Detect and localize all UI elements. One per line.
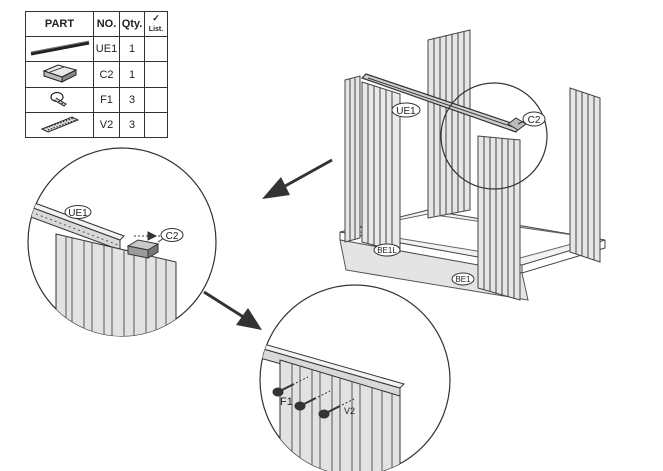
bolt-icon [272, 376, 355, 419]
table-row: C2 1 [25, 61, 168, 88]
table-header-row: PART NO. Qty. ✓List. [25, 11, 168, 37]
right-wall [569, 87, 601, 263]
header-no: NO. [93, 11, 120, 37]
header-list: ✓ List. [144, 11, 168, 37]
part-no-cell: V2 [93, 112, 120, 138]
bolt-icon [25, 87, 94, 113]
header-part: PART [25, 11, 94, 37]
label-main-corner-text: C2 [528, 115, 541, 126]
qty-cell: 1 [119, 36, 145, 62]
label-base-left: BE1L [373, 243, 401, 257]
label-main-rail-text: UE1 [396, 106, 416, 117]
rail-icon [25, 36, 94, 62]
header-list-label: List. [148, 26, 164, 33]
checkmark-icon: ✓ [152, 13, 160, 23]
part-no-cell: C2 [93, 61, 120, 88]
label-detail1-rail: UE1 [64, 205, 92, 219]
front-left-wall [361, 81, 401, 253]
label-base-front-text: BE1 [455, 275, 471, 284]
table-row: F1 3 [25, 87, 168, 113]
label-detail1-rail-text: UE1 [68, 208, 88, 219]
table-row: UE1 1 [25, 36, 168, 62]
shed-frame [339, 29, 606, 301]
label-detail1-corner-text: C2 [166, 231, 179, 242]
arrow-to-detail1 [262, 158, 333, 199]
arrow-to-detail2 [203, 290, 262, 330]
back-left-wall [427, 29, 471, 219]
parts-table: PART NO. Qty. ✓List. UE1 1 [25, 11, 168, 138]
detail-circle-2: F1 V2 [259, 284, 451, 471]
check-cell[interactable] [144, 87, 168, 113]
label-detail2-bolt: F1 [280, 396, 293, 408]
detail-circle-1: UE1 C2 [27, 147, 217, 337]
check-cell[interactable] [144, 61, 168, 88]
table-row: V2 3 [25, 112, 168, 138]
qty-cell: 1 [119, 61, 145, 88]
label-main-rail: UE1 [391, 102, 421, 118]
label-main-corner: C2 [517, 111, 546, 127]
label-base-front: BE1 [451, 272, 475, 286]
check-cell[interactable] [144, 112, 168, 138]
front-right-wall [477, 135, 521, 301]
nut-pack-icon [25, 112, 94, 138]
label-detail1-corner: C2 [157, 228, 184, 243]
left-wall [344, 75, 361, 243]
label-detail2-nut: V2 [344, 406, 355, 416]
magnify-circle [440, 82, 548, 190]
label-base-left-text: BE1L [377, 246, 397, 255]
